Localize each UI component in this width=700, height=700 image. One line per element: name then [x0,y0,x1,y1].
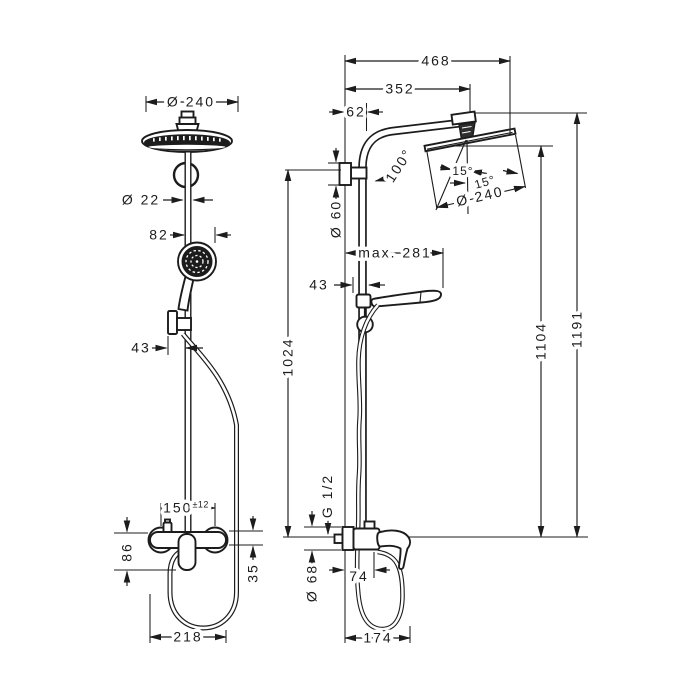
dim-bar-height: 1024 [276,169,341,538]
dim-outlet-offset-front: 35 [229,516,264,586]
hand-shower-side [355,289,442,334]
overhead-shower-side [423,110,517,153]
dim-mixer-height-front: 86 [114,517,176,586]
dim-head-height: 1104 [529,145,552,538]
dim-arm-angle: 100° [374,142,419,189]
dim-valve-projection: 74 [329,552,390,588]
dim-label: 1104 [533,322,549,360]
dim-arm-projection: 352 [344,77,471,112]
dim-label: max. 281 [358,245,432,261]
dim-label: 15° [452,164,473,178]
dim-label: 62 [346,104,366,120]
shower-hose-side [354,303,405,632]
shower-hose-front [167,332,239,631]
dim-label: 218 [173,629,202,645]
slider-holder-front [167,310,192,335]
dim-label: 35 [245,563,261,583]
dim-pipe-wall-offset: 62 [329,100,383,131]
mixer-lever-front [177,533,197,571]
dim-label: Ø 240 [167,94,215,110]
dim-label: 1024 [280,337,296,376]
dim-label: 174 [363,630,392,646]
dim-escutcheon-diameter: Ø 68 [300,511,341,606]
dim-max-reach: max. 281 [345,241,444,288]
mixer-lever-side [376,529,411,571]
showerhead-connector-front [175,110,200,133]
dim-pipe-diameter-front: Ø 22 [118,188,213,211]
wall-bracket-side [338,162,368,186]
shower-pipe-side [358,118,468,533]
dim-head-diameter-side: Ø 240 [436,179,526,213]
dim-label: 43 [131,340,151,356]
dim-label: 82 [149,227,169,243]
dim-label: 150±12 [163,500,209,516]
dim-label: G 1/2 [319,474,335,518]
dim-label: 43 [309,277,329,293]
overhead-shower-front [141,129,233,153]
front-view: Ø 240 Ø 22 82 43 150±12 [114,90,264,648]
mixer-front [147,518,229,571]
spray-dash-pattern [153,136,221,142]
dim-label: Ø 22 [122,192,160,208]
dim-label: 100° [382,145,416,185]
dim-total-projection: 468 [344,49,511,134]
dim-holder-offset-side: 43 [306,273,385,296]
side-view: 468 352 62 Ø 60 100° [276,49,588,649]
dim-head-tilt-a: 15° [439,161,488,182]
dim-wall-bracket-diameter: Ø 60 [324,148,347,242]
dim-label: 352 [385,81,414,97]
dim-head-diameter-front: Ø 240 [145,90,239,113]
dim-thread-size: G 1/2 [316,470,339,535]
dim-connection-spacing-front: 150±12 [160,496,216,526]
dim-label: Ø 68 [304,564,320,602]
dim-holder-offset-front: 43 [128,336,203,359]
dim-label: 1191 [569,310,585,348]
dim-mixer-width-front: 218 [149,594,227,648]
dim-label: 468 [421,53,450,69]
dim-total-height: 1191 [565,112,588,538]
dim-handshower-offset-front: 82 [146,223,231,246]
mixer-side [333,520,411,571]
hand-shower-front [177,241,217,312]
dim-label: Ø 60 [328,200,344,238]
dim-hose-loop-depth: 174 [344,578,411,649]
dim-label: 74 [349,568,369,584]
dim-label: 86 [119,542,135,562]
